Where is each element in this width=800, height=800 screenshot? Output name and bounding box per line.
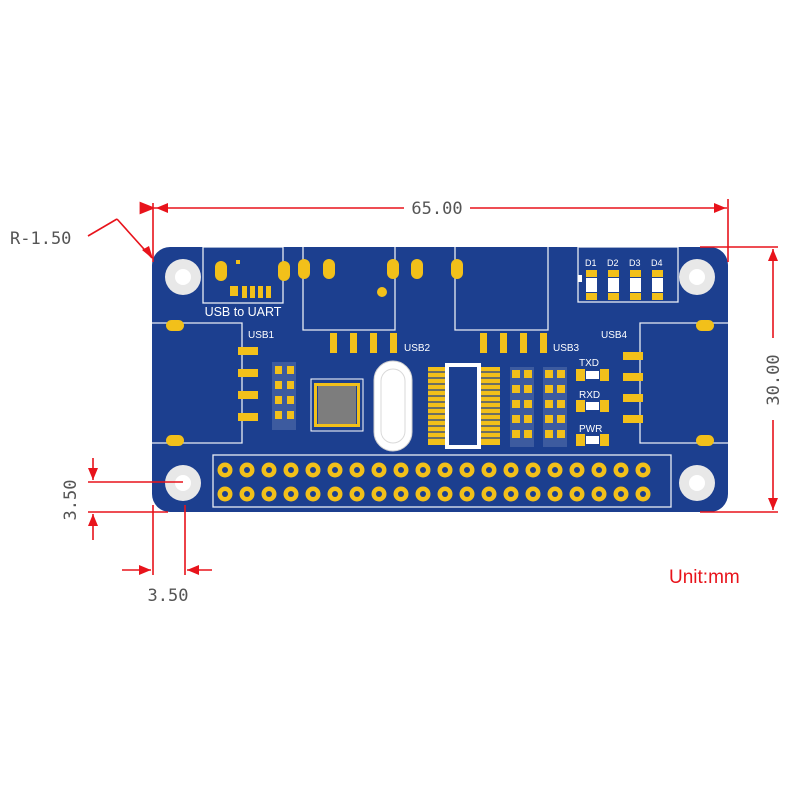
- gpio-pin-hole: [266, 467, 272, 473]
- gpio-pin-hole: [508, 467, 514, 473]
- corner-radius-label: R-1.50: [10, 229, 71, 249]
- gpio-pin-hole: [486, 491, 492, 497]
- unit-label: Unit:mm: [669, 567, 740, 588]
- soic-pin-gaps: [428, 371, 500, 439]
- hole-offset-x-label: 3.50: [148, 586, 189, 606]
- gpio-pin-hole: [222, 467, 228, 473]
- gpio-pin-hole: [354, 467, 360, 473]
- gpio-pin-hole: [288, 491, 294, 497]
- gpio-pin-hole: [442, 491, 448, 497]
- gpio-pin-hole: [596, 467, 602, 473]
- gpio-pin-hole: [332, 491, 338, 497]
- gpio-pin-hole: [420, 467, 426, 473]
- status-leds: [576, 369, 609, 446]
- gpio-header: [217, 462, 651, 502]
- resistor-array-left: [272, 362, 296, 430]
- usb3-outline: [454, 247, 549, 331]
- gpio-pin-hole: [530, 467, 536, 473]
- gpio-pin-hole: [310, 467, 316, 473]
- pwr-label: PWR: [579, 424, 602, 435]
- hole-x-arrow-left: [139, 565, 151, 575]
- gpio-pin-hole: [442, 467, 448, 473]
- gpio-pin-hole: [376, 467, 382, 473]
- radius-leader-a: [87, 218, 118, 237]
- usb3-label: USB3: [553, 343, 580, 354]
- gpio-pin-hole: [574, 491, 580, 497]
- rxd-label: RXD: [579, 390, 600, 401]
- mounting-hole-br: [679, 465, 715, 501]
- gpio-pin-hole: [244, 467, 250, 473]
- hole-y-arrow-bottom: [88, 514, 98, 526]
- gpio-pin-hole: [420, 491, 426, 497]
- gpio-pin-hole: [244, 491, 250, 497]
- d4-label: D4: [651, 258, 663, 268]
- resistor-array-right: [510, 367, 567, 447]
- usb-to-uart-label: USB to UART: [205, 305, 282, 319]
- mounting-hole-bl: [165, 465, 201, 501]
- usb2-outline: [302, 247, 396, 331]
- micro-usb-pads: [230, 286, 271, 298]
- gpio-pin-hole: [398, 467, 404, 473]
- usb-connector-pads: [238, 333, 643, 423]
- gpio-pin-hole: [596, 491, 602, 497]
- height-arrow-bottom: [768, 498, 778, 510]
- hole-offset-y-label: 3.50: [61, 480, 81, 521]
- usb2-label: USB2: [404, 343, 431, 354]
- gpio-pin-hole: [288, 467, 294, 473]
- gpio-pin-hole: [486, 467, 492, 473]
- gpio-pin-hole: [552, 467, 558, 473]
- gpio-pin-hole: [310, 491, 316, 497]
- hole-y-arrow-top: [88, 468, 98, 480]
- width-dimension-label: 65.00: [411, 199, 462, 219]
- gpio-pin-hole: [530, 491, 536, 497]
- d1-label: D1: [585, 258, 597, 268]
- usb1-label: USB1: [248, 330, 275, 341]
- pcb-board: USB to UART USB1 USB2 USB3 USB4 D1 D2 D3…: [152, 246, 728, 512]
- gpio-pin-hole: [618, 467, 624, 473]
- gpio-pin-hole: [640, 467, 646, 473]
- hole-x-arrow-right: [187, 565, 199, 575]
- gpio-pin-hole: [508, 491, 514, 497]
- usb1-outline: [152, 322, 243, 444]
- mounting-holes: [165, 259, 715, 501]
- soic-chip: [428, 363, 500, 449]
- width-arrow-left: [156, 203, 168, 213]
- gpio-pin-hole: [332, 467, 338, 473]
- d-leds: [578, 270, 663, 300]
- gpio-pin-hole: [552, 491, 558, 497]
- gpio-pin-hole: [464, 491, 470, 497]
- txd-label: TXD: [579, 358, 599, 369]
- gpio-pin-hole: [618, 491, 624, 497]
- gpio-pin-hole: [354, 491, 360, 497]
- usb4-label: USB4: [601, 330, 628, 341]
- qfn-chip: [310, 378, 364, 432]
- height-dimension-label: 30.00: [764, 354, 784, 405]
- height-arrow-top: [768, 249, 778, 261]
- gpio-pin-hole: [266, 491, 272, 497]
- width-arrow-right: [714, 203, 726, 213]
- d3-label: D3: [629, 258, 641, 268]
- d2-label: D2: [607, 258, 619, 268]
- crystal: [373, 360, 413, 452]
- usb4-outline: [639, 322, 728, 444]
- mounting-hole-tl: [165, 259, 201, 295]
- gpio-header-outline: [212, 454, 672, 508]
- gpio-pin-hole: [640, 491, 646, 497]
- led-block-outline: [577, 246, 679, 303]
- gpio-pin-hole: [376, 491, 382, 497]
- gpio-pin-hole: [398, 491, 404, 497]
- gpio-pin-hole: [464, 467, 470, 473]
- mounting-hole-tr: [679, 259, 715, 295]
- gpio-pin-hole: [222, 491, 228, 497]
- dimension-lines: [87, 199, 778, 575]
- gpio-pin-hole: [574, 467, 580, 473]
- radius-arrow: [142, 246, 153, 259]
- oval-pads: [166, 259, 714, 446]
